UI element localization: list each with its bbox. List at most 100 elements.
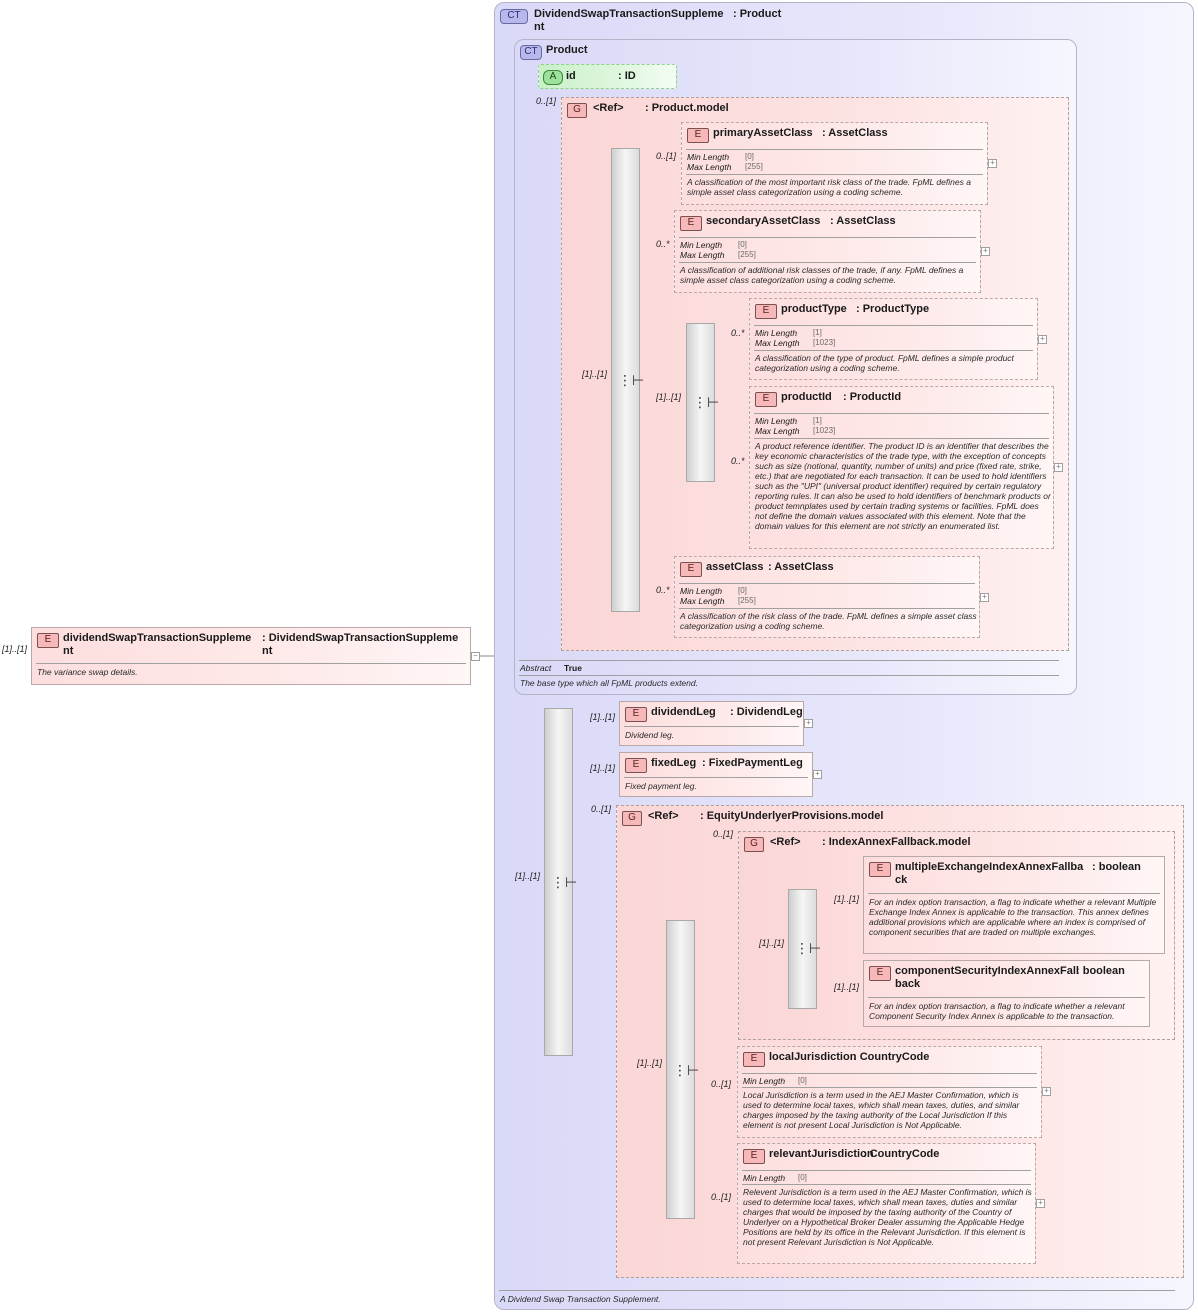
group-badge: G <box>567 103 587 118</box>
expand-icon[interactable]: + <box>1036 1199 1045 1208</box>
element-name: productId <box>781 391 832 403</box>
attribute-badge: A <box>543 70 563 85</box>
element-dividend-swap-transaction-supplement[interactable]: E dividendSwapTransactionSuppleme nt : D… <box>31 627 471 685</box>
sequence-compositor[interactable]: ⋮⊢ <box>666 920 699 1219</box>
facet-value: [0] <box>798 1173 807 1182</box>
element-doc: A classification of the type of product.… <box>755 353 1014 373</box>
element-doc: A product reference identifier. The prod… <box>755 441 1051 531</box>
element-secondary-asset-class[interactable]: E secondaryAssetClass : AssetClass Min L… <box>674 210 981 293</box>
element-dividend-leg[interactable]: E dividendLeg : DividendLeg Dividend leg… <box>619 701 804 746</box>
sequence-icon: ⋮⊢ <box>618 372 645 388</box>
element-doc: A classification of additional risk clas… <box>680 265 964 285</box>
sequence-compositor[interactable]: ⋮⊢ <box>686 323 719 482</box>
expand-icon[interactable]: + <box>813 770 822 779</box>
facet-value: [1023] <box>813 426 836 435</box>
element-badge: E <box>625 707 647 722</box>
expand-icon[interactable]: + <box>1038 335 1047 344</box>
root-doc: A Dividend Swap Transaction Supplement. <box>500 1294 661 1304</box>
facet-key: Max Length <box>755 426 800 436</box>
sequence-icon: ⋮⊢ <box>693 394 720 410</box>
sequence-compositor[interactable]: ⋮⊢ <box>788 889 821 1009</box>
group-type: : Product.model <box>645 102 729 114</box>
attribute-id[interactable]: A id : ID <box>538 64 677 89</box>
seq-card: [1]..[1] <box>515 871 541 881</box>
element-asset-class[interactable]: E assetClass : AssetClass Min Length [0]… <box>674 556 980 638</box>
expand-icon[interactable]: + <box>981 247 990 256</box>
index-model-card: 0..[1] <box>713 829 734 839</box>
expand-icon[interactable]: + <box>1054 463 1063 472</box>
top-element-card: [1]..[1] <box>2 644 28 654</box>
facet-value: [0] <box>745 152 754 161</box>
facet-key: Min Length <box>743 1173 786 1183</box>
element-fixed-leg[interactable]: E fixedLeg : FixedPaymentLeg Fixed payme… <box>619 752 813 797</box>
group-name: <Ref> <box>770 836 801 848</box>
element-badge: E <box>680 562 702 577</box>
group-type: : EquityUnderlyerProvisions.model <box>700 810 884 822</box>
sequence-compositor[interactable]: ⋮⊢ <box>611 148 644 612</box>
expand-icon[interactable]: + <box>804 719 813 728</box>
root-type: : Product <box>733 8 782 20</box>
sequence-compositor[interactable]: ⋮⊢ <box>544 708 577 1056</box>
card-local-jurisdiction: 0..[1] <box>711 1079 732 1089</box>
element-badge: E <box>755 304 777 319</box>
facet-key: Max Length <box>687 162 732 172</box>
element-badge: E <box>625 758 647 773</box>
expand-icon[interactable]: + <box>1042 1087 1051 1096</box>
seq-card: [1]..[1] <box>637 1058 663 1068</box>
element-badge: E <box>743 1052 765 1067</box>
element-doc: Relevent Jurisdiction is a term used in … <box>743 1187 1032 1247</box>
element-doc: A classification of the most important r… <box>687 177 971 197</box>
element-badge: E <box>743 1149 765 1164</box>
element-doc: Dividend leg. <box>625 730 675 740</box>
element-doc: For an index option transaction, a flag … <box>869 897 1157 937</box>
element-product-type[interactable]: E productType : ProductType Min Length [… <box>749 298 1038 380</box>
complex-type-badge: CT <box>520 45 542 60</box>
card-multiple-exchange: [1]..[1] <box>834 894 860 904</box>
complex-type-badge: CT <box>500 9 528 24</box>
expand-icon[interactable]: + <box>988 159 997 168</box>
element-name: secondaryAssetClass <box>706 215 821 227</box>
sequence-icon: ⋮⊢ <box>795 940 822 956</box>
element-relevant-jurisdiction[interactable]: E relevantJurisdiction : CountryCode Min… <box>737 1143 1036 1264</box>
root-name: DividendSwapTransactionSuppleme nt <box>534 8 724 33</box>
attribute-type: : ID <box>618 70 636 82</box>
element-type: : AssetClass <box>768 561 834 573</box>
facet-key: Min Length <box>755 416 798 426</box>
facet-value: [255] <box>745 162 763 171</box>
element-name: multipleExchangeIndexAnnexFallba ck <box>895 861 1084 886</box>
facet-value: [1] <box>813 328 822 337</box>
card-asset-class: 0..* <box>656 585 670 595</box>
element-multiple-exchange-index-annex-fallback[interactable]: E multipleExchangeIndexAnnexFallba ck : … <box>863 856 1165 954</box>
element-local-jurisdiction[interactable]: E localJurisdiction : CountryCode Min Le… <box>737 1046 1042 1138</box>
expand-icon[interactable]: − <box>471 652 480 661</box>
sequence-icon: ⋮⊢ <box>673 1062 700 1078</box>
facet-key: Min Length <box>680 240 723 250</box>
element-name: primaryAssetClass <box>713 127 813 139</box>
facet-key: Min Length <box>680 586 723 596</box>
expand-icon[interactable]: + <box>980 593 989 602</box>
element-product-id[interactable]: E productId : ProductId Min Length [1] M… <box>749 386 1054 549</box>
element-name: componentSecurityIndexAnnexFall back <box>895 965 1079 990</box>
facet-value: [255] <box>738 596 756 605</box>
group-name: <Ref> <box>593 102 624 114</box>
element-type: : FixedPaymentLeg <box>702 757 803 769</box>
group-badge: G <box>744 837 764 852</box>
group-name: <Ref> <box>648 810 679 822</box>
element-badge: E <box>869 862 891 877</box>
seq-card: [1]..[1] <box>656 392 682 402</box>
element-name: localJurisdiction <box>769 1051 857 1063</box>
facet-value: [0] <box>738 240 747 249</box>
card-relevant-jurisdiction: 0..[1] <box>711 1192 732 1202</box>
element-badge: E <box>755 392 777 407</box>
facet-key: Max Length <box>680 250 725 260</box>
group-type: : IndexAnnexFallback.model <box>822 836 971 848</box>
sequence-icon: ⋮⊢ <box>551 874 578 890</box>
seq-card: [1]..[1] <box>759 938 785 948</box>
element-primary-asset-class[interactable]: E primaryAssetClass : AssetClass Min Len… <box>681 122 988 205</box>
element-type: : boolean <box>1092 861 1141 873</box>
card-product-type: 0..* <box>731 328 745 338</box>
facet-key: Min Length <box>755 328 798 338</box>
product-name: Product <box>546 44 588 56</box>
element-component-security-index-annex-fallback[interactable]: E componentSecurityIndexAnnexFall back :… <box>863 960 1150 1027</box>
seq-card: [1]..[1] <box>582 369 608 379</box>
